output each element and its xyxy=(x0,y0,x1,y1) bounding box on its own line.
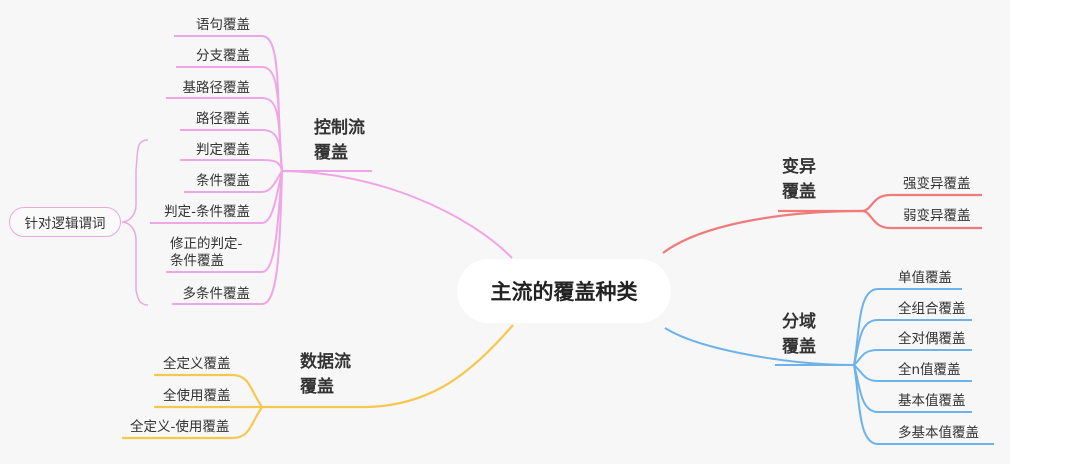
leaf-branch-coverage[interactable]: 分支覆盖 xyxy=(196,48,250,64)
link-leaf-4 xyxy=(180,129,283,172)
leaf-single-value-coverage[interactable]: 单值覆盖 xyxy=(898,270,952,286)
leaf-basis-path-coverage[interactable]: 基路径覆盖 xyxy=(182,80,251,96)
leaf-path-coverage[interactable]: 路径覆盖 xyxy=(196,111,250,127)
leaf-condition-coverage[interactable]: 条件覆盖 xyxy=(196,173,250,189)
link-df-3 xyxy=(122,406,263,440)
leaf-n-wise-coverage[interactable]: 全n值覆盖 xyxy=(898,362,961,378)
link-dom-3 xyxy=(853,349,972,366)
leaf-weak-mutation-coverage[interactable]: 弱变异覆盖 xyxy=(903,208,971,224)
leaf-mcdc-line2: 条件覆盖 xyxy=(170,253,224,269)
branch-control-flow-line2: 覆盖 xyxy=(314,143,348,163)
link-dom-4 xyxy=(853,364,972,382)
link-mut-2 xyxy=(861,209,982,230)
leaf-all-defs-coverage[interactable]: 全定义覆盖 xyxy=(163,356,231,372)
link-df-1 xyxy=(154,373,263,408)
link-dom-6 xyxy=(853,364,994,445)
side-bracket xyxy=(121,139,149,306)
link-center-domain xyxy=(664,327,855,366)
branch-mutation-line1: 变异 xyxy=(782,157,816,177)
leaf-pairwise-coverage[interactable]: 全对偶覆盖 xyxy=(898,331,966,347)
link-leaf-7 xyxy=(150,170,283,224)
leaf-all-combination-coverage[interactable]: 全组合覆盖 xyxy=(898,301,966,317)
leaf-mcdc-line1: 修正的判定- xyxy=(170,236,243,252)
leaf-all-du-paths-coverage[interactable]: 全定义-使用覆盖 xyxy=(130,419,230,435)
leaf-strong-mutation-coverage[interactable]: 强变异覆盖 xyxy=(903,176,971,192)
leaf-base-choice-coverage[interactable]: 基本值覆盖 xyxy=(898,393,966,409)
side-label-logic-predicates[interactable]: 针对逻辑谓词 xyxy=(9,207,121,237)
connector-lines xyxy=(121,35,994,445)
link-leaf-9 xyxy=(172,170,283,305)
link-center-mutation xyxy=(662,209,863,254)
branch-control-flow[interactable]: 控制流 覆盖 xyxy=(314,116,365,166)
branch-control-flow-line1: 控制流 xyxy=(314,118,365,138)
leaf-multiple-base-choice-coverage[interactable]: 多基本值覆盖 xyxy=(898,425,979,441)
branch-domain[interactable]: 分域 覆盖 xyxy=(782,310,816,360)
link-dom-2 xyxy=(853,319,972,366)
leaf-all-uses-coverage[interactable]: 全使用覆盖 xyxy=(163,388,231,404)
branch-data-flow-line1: 数据流 xyxy=(300,352,351,372)
link-leaf-6 xyxy=(184,170,283,193)
branch-mutation[interactable]: 变异 覆盖 xyxy=(782,155,816,205)
branch-data-flow[interactable]: 数据流 覆盖 xyxy=(300,350,351,400)
link-leaf-5 xyxy=(180,159,283,172)
branch-data-flow-line2: 覆盖 xyxy=(300,377,334,397)
center-topic[interactable]: 主流的覆盖种类 xyxy=(457,259,671,323)
leaf-decision-condition-coverage[interactable]: 判定-条件覆盖 xyxy=(164,204,250,220)
branch-domain-line2: 覆盖 xyxy=(782,337,816,357)
branch-mutation-line2: 覆盖 xyxy=(782,182,816,202)
link-center-dataflow xyxy=(262,324,514,409)
leaf-multiple-condition-coverage[interactable]: 多条件覆盖 xyxy=(182,286,251,302)
leaf-statement-coverage[interactable]: 语句覆盖 xyxy=(196,17,250,33)
leaf-decision-coverage[interactable]: 判定覆盖 xyxy=(196,142,250,158)
link-center-control xyxy=(281,170,513,259)
mindmap-canvas: 主流的覆盖种类 控制流 覆盖 语句覆盖 分支覆盖 基路径覆盖 路径覆盖 判定覆盖… xyxy=(9,17,994,445)
leaf-mcdc-coverage[interactable]: 修正的判定- 条件覆盖 xyxy=(170,236,242,270)
branch-domain-line1: 分域 xyxy=(782,312,816,332)
